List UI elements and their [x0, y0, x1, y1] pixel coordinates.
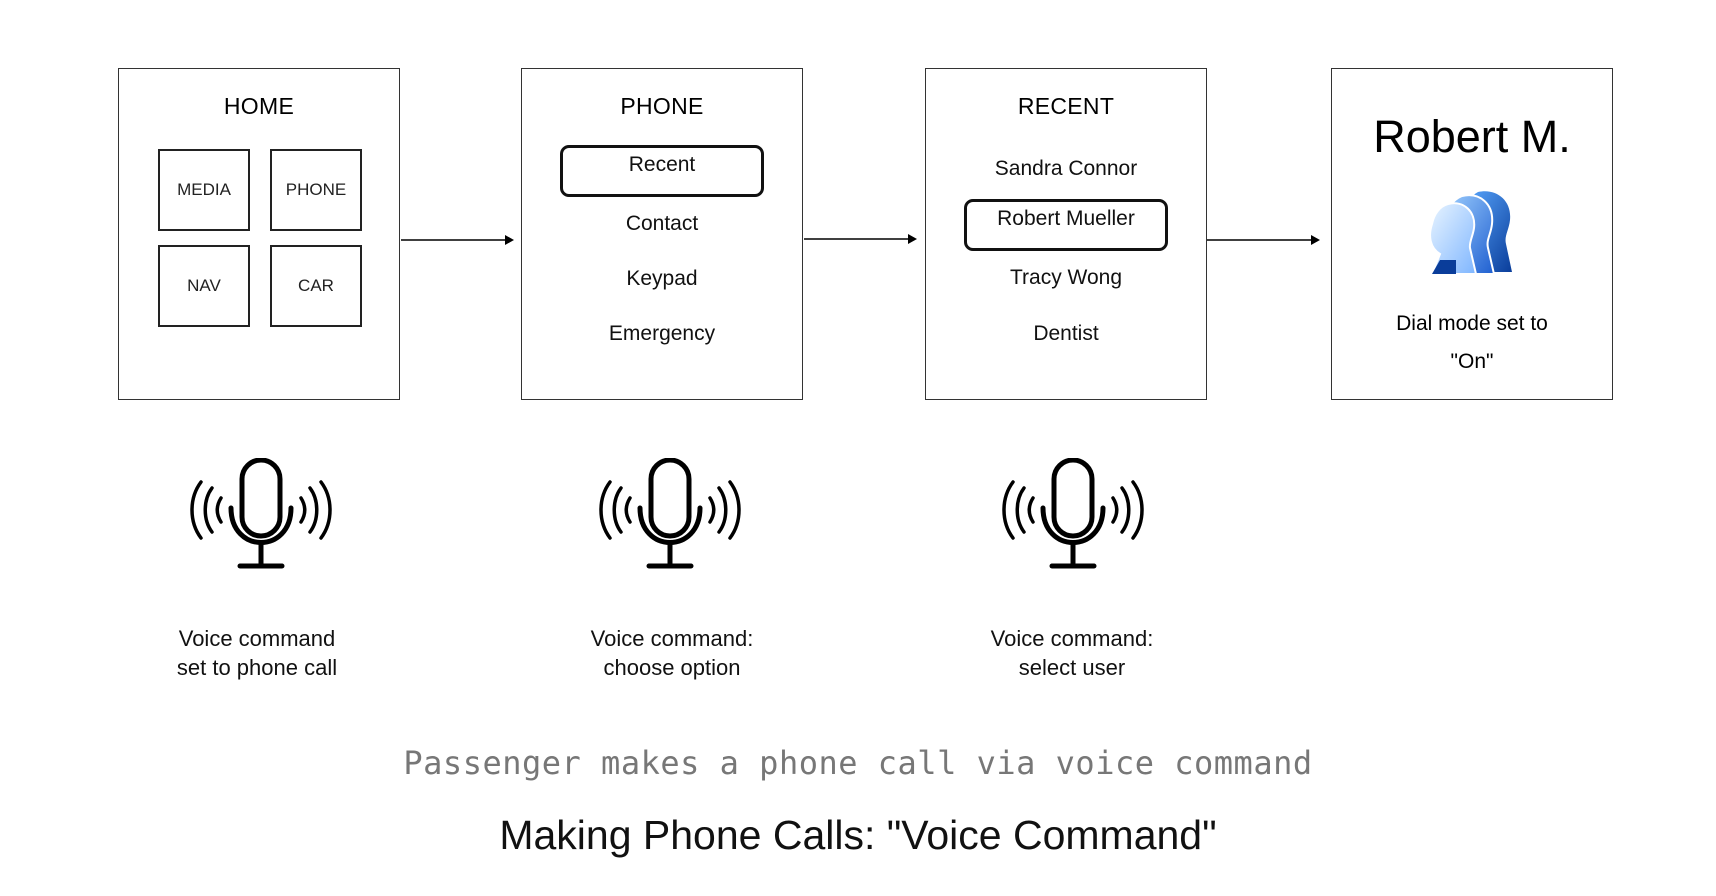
menu-item-recent[interactable]: Recent [560, 145, 764, 197]
voice-caption-1-line1: Voice command [178, 626, 336, 651]
recent-screen: RECENT Sandra Connor Robert Mueller Trac… [925, 68, 1207, 400]
call-screen: Robert M. Dial mode set to "On" [1331, 68, 1613, 400]
arrow-recent-to-call [1207, 235, 1320, 245]
voice-caption-1: Voice command set to phone call [107, 624, 407, 682]
contact-avatar-icon [1429, 191, 1512, 275]
menu-item-keypad[interactable]: Keypad [626, 267, 698, 290]
menu-item-contact[interactable]: Contact [625, 212, 699, 235]
voice-caption-3-line1: Voice command: [990, 626, 1154, 651]
voice-caption-1-line2: set to phone call [176, 655, 338, 680]
menu-item-emergency[interactable]: Emergency [608, 322, 716, 345]
recent-item-tracy-wong[interactable]: Tracy Wong [1009, 266, 1123, 289]
tile-nav[interactable]: NAV [158, 245, 250, 327]
contact-name: Robert M. [1373, 111, 1571, 162]
diagram-title: Making Phone Calls: "Voice Command" [499, 812, 1217, 858]
dial-mode-line2: "On" [1450, 350, 1494, 373]
dial-mode-line1: Dial mode set to [1396, 312, 1548, 335]
recent-item-sandra-connor[interactable]: Sandra Connor [994, 157, 1138, 180]
arrow-home-to-phone [401, 235, 514, 245]
recent-item-dentist[interactable]: Dentist [1033, 322, 1099, 345]
phone-screen: PHONE Recent Contact Keypad Emergency [521, 68, 803, 400]
phone-screen-title: PHONE [620, 93, 704, 119]
tile-phone[interactable]: PHONE [270, 149, 362, 231]
microphone-icon [1002, 458, 1144, 569]
microphone-icon [190, 458, 332, 569]
arrow-phone-to-recent [804, 234, 917, 244]
voice-caption-2: Voice command: choose option [522, 624, 822, 682]
microphone-icon [599, 458, 741, 569]
home-screen: HOME MEDIA PHONE NAV CAR [118, 68, 400, 400]
tile-car[interactable]: CAR [270, 245, 362, 327]
diagram-subtitle: Passenger makes a phone call via voice c… [403, 744, 1313, 782]
home-screen-title: HOME [223, 93, 295, 119]
voice-caption-3-line2: select user [1018, 655, 1126, 680]
recent-screen-title: RECENT [1017, 93, 1115, 119]
recent-item-robert-mueller[interactable]: Robert Mueller [964, 199, 1168, 251]
tile-media[interactable]: MEDIA [158, 149, 250, 231]
voice-caption-2-line1: Voice command: [590, 626, 754, 651]
voice-caption-3: Voice command: select user [922, 624, 1222, 682]
voice-caption-2-line2: choose option [603, 655, 741, 680]
